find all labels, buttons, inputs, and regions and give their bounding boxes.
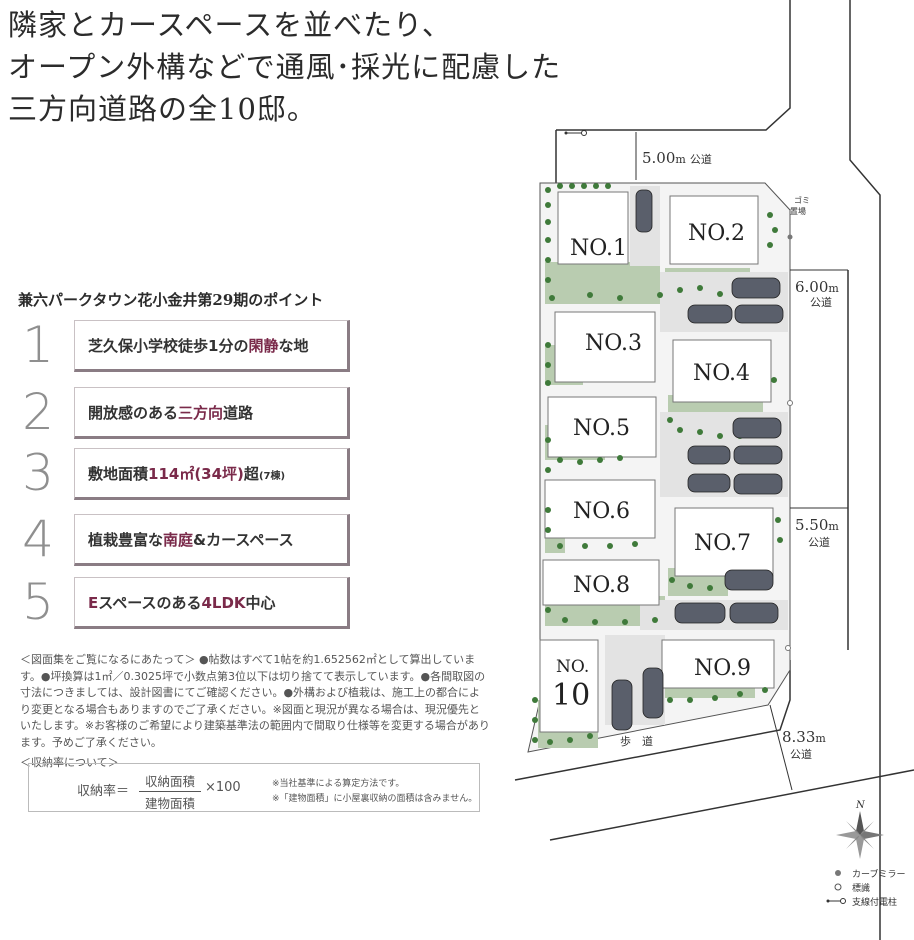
ratio-denominator: 建物面積: [144, 796, 195, 811]
point-box: [74, 514, 350, 566]
point-5: 5 Eスペースのある4LDK中心: [18, 573, 352, 633]
car: [687, 304, 733, 324]
compass-north-label: N: [855, 800, 866, 811]
point-1: 1 芝久保小学校徒歩1分の閑静な地: [18, 316, 352, 376]
lot-label-3: NO.3: [585, 331, 642, 356]
headline-line-3: 三方向道路の全10邸。: [8, 92, 317, 126]
road-lines: [514, 0, 914, 940]
point-box: [74, 320, 350, 372]
legend-pole-icon: [826, 899, 830, 903]
car: [674, 602, 726, 624]
lot-label-4: NO.4: [693, 361, 750, 386]
legend-mirror-icon: [835, 870, 841, 876]
svg-text:置場: 置場: [790, 206, 806, 216]
point-4: 4 植栽豊富な南庭&カースペース: [18, 510, 352, 570]
legend-sign-icon: [834, 883, 842, 891]
point-label: 開放感のある三方向道路: [88, 404, 254, 422]
lot-label-8: NO.8: [573, 573, 630, 598]
headline-line-2: オープン外構などで通風･採光に配慮した: [8, 50, 562, 84]
road-right-lower-width: 5.50m: [795, 516, 839, 534]
point-label: 植栽豊富な南庭&カースペース: [88, 531, 294, 549]
map-legend: カーブミラー 標識 支線付電柱: [826, 868, 905, 908]
car: [733, 445, 783, 465]
ratio-numerator: 収納面積: [144, 774, 195, 789]
sign-icon: [785, 645, 791, 651]
storage-ratio-box: 収納率＝ 収納面積 建物面積 ×100 ※当社基準による算定方法です。 ※「建物…: [28, 763, 480, 812]
storage-ratio-heading: ＜収納率について＞: [20, 756, 119, 769]
car: [733, 473, 783, 495]
road-right-upper-label: 公道: [810, 295, 832, 309]
lot-label-6: NO.6: [573, 499, 630, 524]
compass-rose-icon: N: [836, 800, 884, 859]
ratio-fraction: 収納面積 建物面積: [139, 771, 201, 812]
road-right-upper-width: 6.00m: [795, 278, 839, 296]
point-3: 3 敷地面積114㎡(34坪)超(7棟): [18, 444, 352, 504]
car: [635, 189, 653, 233]
point-number: 1: [22, 316, 54, 374]
trees: [532, 183, 783, 745]
curve-mirror-icon: [787, 234, 793, 240]
svg-text:ゴミ: ゴミ: [794, 195, 810, 205]
lot-labels: NO.1 NO.2 NO.3 NO.4 NO.5 NO.6 NO.7 NO.8 …: [570, 221, 751, 681]
headline-line-1: 隣家とカースペースを並べたり、: [8, 8, 452, 42]
point-box: [74, 577, 350, 629]
points-title: 兼六パークタウン花小金井第29期のポイント: [18, 291, 324, 309]
ratio-footnote-1: ※当社基準による算定方法です。: [272, 779, 405, 789]
sign-icon: [787, 400, 793, 406]
sidewalk-label: 歩 道: [620, 734, 653, 748]
map-symbols: [564, 130, 793, 651]
lot-label-1: NO.1: [570, 236, 627, 261]
point-label: 敷地面積114㎡(34坪)超(7棟): [88, 465, 286, 483]
ratio-footnote-2: ※「建物面積」に小屋裏収納の面積は含みません。: [272, 794, 478, 804]
cars: [611, 189, 784, 731]
point-number: 4: [22, 510, 54, 568]
car: [732, 417, 782, 439]
legend-sign-label: 標識: [852, 882, 870, 894]
lot-label-5: NO.5: [573, 416, 630, 441]
car: [687, 473, 731, 493]
ratio-lhs: 収納率＝: [77, 784, 130, 799]
point-label: 芝久保小学校徒歩1分の閑静な地: [88, 337, 309, 355]
point-2: 2 開放感のある三方向道路: [18, 383, 352, 443]
road-right-lower-label: 公道: [808, 535, 830, 549]
garbage-station: ゴミ 置場: [790, 195, 810, 216]
car: [687, 445, 731, 465]
car: [731, 277, 781, 299]
point-label: Eスペースのある4LDK中心: [88, 594, 276, 612]
point-box: [74, 387, 350, 439]
fraction-bar: [139, 791, 201, 792]
car: [734, 304, 784, 324]
car: [611, 679, 633, 731]
point-number: 3: [22, 444, 54, 502]
car: [729, 602, 779, 624]
headline: 隣家とカースペースを並べたり、 オープン外構などで通風･採光に配慮した 三方向道…: [8, 4, 568, 130]
point-number: 5: [22, 573, 54, 631]
ratio-multiplier: ×100: [205, 780, 241, 795]
road-bottom-width: 8.33m: [782, 728, 826, 746]
pole-icon: [564, 131, 568, 135]
point-box: [74, 448, 350, 500]
lot-label-2: NO.2: [688, 221, 745, 246]
car: [642, 667, 664, 719]
legend-mirror-label: カーブミラー: [852, 868, 905, 880]
pole-icon: [581, 130, 587, 136]
drawing-notes: ＜図面集をご覧になるにあたって＞ ●帖数はすべて1帖を約1.652562㎡として…: [20, 653, 490, 749]
lot-label-10-top: NO.: [556, 657, 589, 677]
road-bottom-label: 公道: [790, 747, 812, 761]
lot-label-7: NO.7: [694, 531, 751, 556]
lot-label-10-num: 10: [552, 678, 590, 713]
lot-label-10: NO. 10: [552, 657, 590, 713]
point-number: 2: [22, 383, 54, 441]
legend-pole-label: 支線付電柱: [852, 896, 897, 908]
lot-label-9: NO.9: [694, 656, 751, 681]
houses: [539, 191, 775, 733]
car: [724, 569, 774, 591]
